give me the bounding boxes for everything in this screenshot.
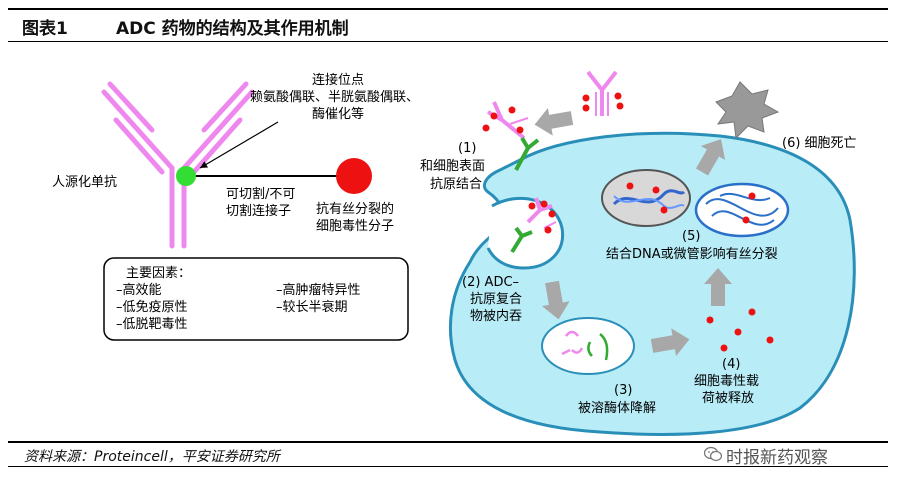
step4-label: 细胞毒性载 bbox=[694, 374, 759, 389]
factor-item: –较长半衰期 bbox=[276, 299, 348, 315]
figure-title: ADC 药物的结构及其作用机制 bbox=[116, 19, 349, 39]
linker-label-line2: 切割连接子 bbox=[226, 203, 291, 219]
figure-title-bar: 图表1 ADC 药物的结构及其作用机制 bbox=[8, 8, 888, 42]
payload-molecule-icon bbox=[336, 158, 372, 194]
step1-label: 和细胞表面 bbox=[420, 159, 485, 174]
source-note: 资料来源：Proteincell，平安证券研究所 bbox=[24, 449, 280, 465]
factor-item: –低免疫原性 bbox=[116, 299, 188, 315]
step2-label: 物被内吞 bbox=[470, 308, 522, 324]
factor-item: –低脱靶毒性 bbox=[116, 317, 188, 332]
internalized-adc-icon bbox=[510, 197, 557, 254]
degraded-fragments-icon bbox=[561, 330, 609, 361]
dna-icon bbox=[612, 189, 686, 206]
binding-adc-icon bbox=[482, 101, 529, 140]
arrow-binding bbox=[532, 104, 575, 139]
linker-label-line1: 可切割/不可 bbox=[226, 186, 295, 202]
released-payload-icon bbox=[706, 308, 774, 352]
step1-label: (1) bbox=[458, 141, 476, 156]
factor-item: –高效能 bbox=[116, 282, 162, 298]
factors-title: 主要因素： bbox=[126, 266, 191, 281]
step1-label: 抗原结合 bbox=[430, 177, 482, 192]
figure-number: 图表1 bbox=[22, 19, 68, 39]
attachment-line2: 酶催化等 bbox=[312, 106, 364, 122]
dead-cell-icon bbox=[715, 81, 780, 140]
factor-item: –高肿瘤特异性 bbox=[276, 282, 361, 298]
step6-label: (6) 细胞死亡 bbox=[782, 136, 857, 151]
wechat-icon bbox=[704, 446, 722, 462]
antibody-icon bbox=[101, 81, 255, 249]
attachment-line1: 赖氨酸偶联、半胱氨酸偶联、 bbox=[250, 90, 419, 105]
free-adc-icon bbox=[582, 70, 624, 116]
watermark: 时报新药观察 bbox=[726, 448, 828, 468]
nucleus-icon bbox=[601, 169, 691, 227]
step3-label: 被溶酶体降解 bbox=[578, 400, 656, 416]
antigen-icon bbox=[514, 136, 540, 171]
step5-label: 结合DNA或微管影响有丝分裂 bbox=[606, 246, 778, 262]
step4-label: (4) bbox=[722, 357, 740, 372]
attachment-pointer-arrow bbox=[199, 121, 279, 169]
step4-label: 荷被释放 bbox=[702, 391, 754, 406]
antibody-label: 人源化单抗 bbox=[52, 175, 117, 190]
payload-label-line1: 抗有丝分裂的 bbox=[316, 201, 394, 217]
payload-label-line2: 细胞毒性分子 bbox=[316, 219, 394, 234]
step5-label: (5) bbox=[682, 229, 700, 244]
step2-label: (2) ADC– bbox=[462, 275, 519, 290]
key-factors-box bbox=[103, 257, 409, 341]
attachment-site-icon bbox=[176, 166, 196, 186]
attachment-title: 连接位点 bbox=[312, 72, 364, 88]
step2-label: 抗原复合 bbox=[470, 292, 522, 307]
figure-footer: 资料来源：Proteincell，平安证券研究所 时报新药观察 bbox=[8, 441, 888, 468]
step3-label: (3) bbox=[614, 383, 632, 398]
microtubule-icon bbox=[694, 182, 790, 238]
